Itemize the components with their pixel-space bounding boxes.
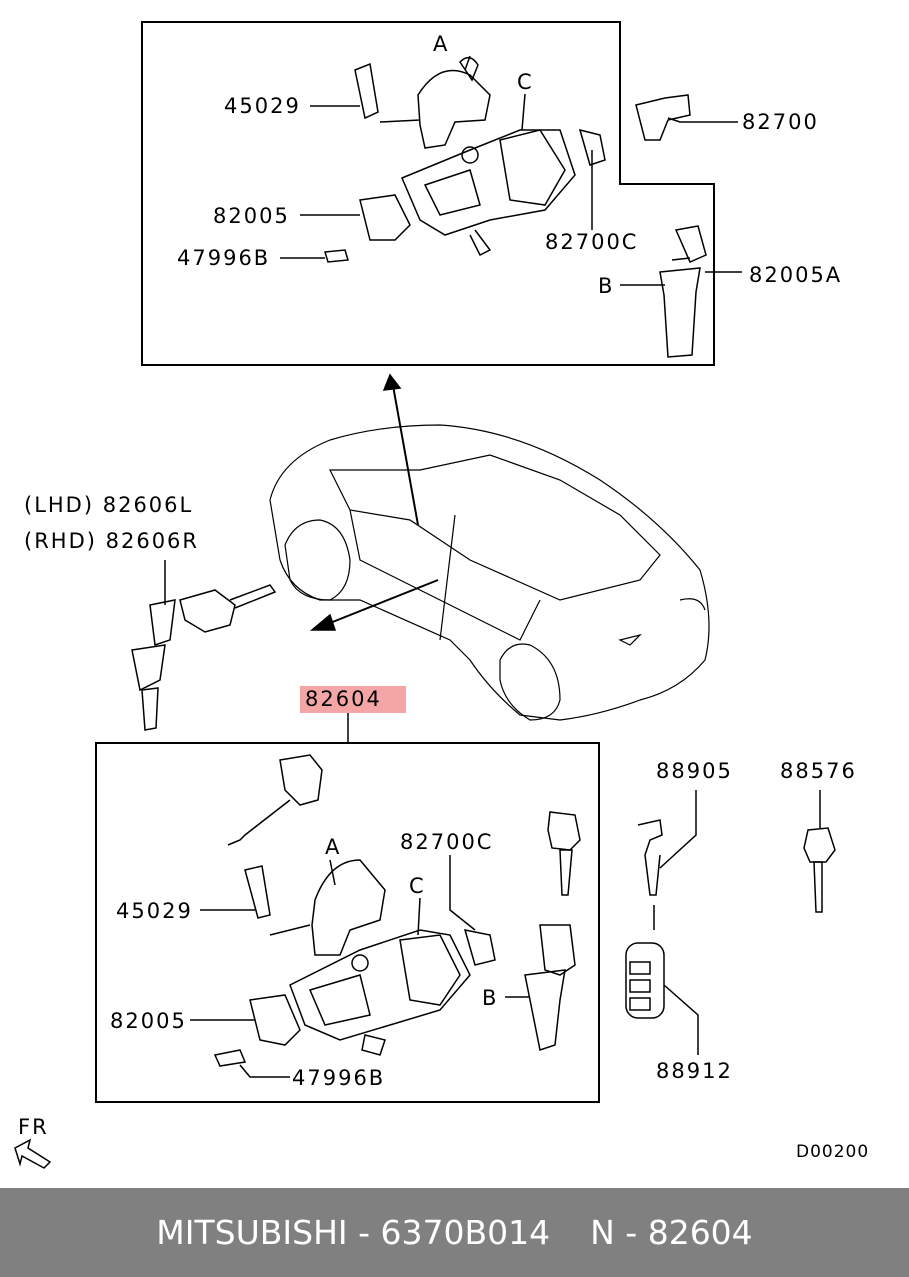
arrow-to-door-icon: [324, 579, 439, 626]
top-detail-box: [141, 21, 715, 366]
label-C-bottom: C: [409, 874, 426, 898]
label-rhd: (RHD) 82606R: [24, 529, 200, 553]
door-lock-cylinder: [131, 560, 277, 731]
ignition-cylinder-assembly-bottom: [213, 754, 496, 1067]
label-88905: 88905: [656, 759, 733, 783]
front-direction-arrow-icon: [14, 1138, 52, 1169]
diagram-code: D00200: [796, 1142, 870, 1162]
label-45029-bottom: 45029: [116, 899, 193, 923]
remote-fob-88912: [625, 942, 699, 1055]
parts-diagram: [14, 21, 836, 1169]
label-82005-top: 82005: [213, 204, 290, 228]
footer-ref: N - 82604: [590, 1213, 753, 1252]
arrow-to-top-icon: [391, 379, 419, 526]
ignition-cylinder-assembly-top: [324, 56, 606, 263]
key-set-top: [659, 225, 707, 358]
label-A-top: A: [433, 32, 450, 56]
label-lhd: (LHD) 82606L: [24, 493, 194, 517]
label-B-top: B: [598, 274, 615, 298]
label-47996B-top: 47996B: [177, 246, 271, 270]
label-A-bottom: A: [325, 835, 342, 859]
label-88912: 88912: [656, 1059, 733, 1083]
key-cap-icon: [635, 94, 691, 141]
label-88576: 88576: [780, 759, 857, 783]
label-82700: 82700: [742, 110, 819, 134]
label-82005A: 82005A: [749, 263, 843, 287]
label-B-bottom: B: [482, 986, 499, 1010]
footer-brand-part: MITSUBISHI - 6370B014: [156, 1213, 551, 1252]
footer-bar: MITSUBISHI - 6370B014 N - 82604: [0, 1188, 909, 1277]
highlight-82604: [300, 686, 406, 713]
keys-bottom: [524, 811, 581, 1051]
vehicle-outline: [269, 424, 710, 721]
label-45029-top: 45029: [224, 94, 301, 118]
label-82700C-bottom: 82700C: [400, 830, 494, 854]
label-C-top: C: [517, 70, 534, 94]
label-fr: FR: [18, 1115, 49, 1139]
label-82005-bottom: 82005: [110, 1009, 187, 1033]
label-47996B-bottom: 47996B: [292, 1066, 386, 1090]
label-82604: 82604: [305, 687, 382, 711]
label-82700C-top: 82700C: [545, 230, 639, 254]
emergency-key-88905: [637, 790, 697, 930]
key-88576: [803, 790, 836, 913]
